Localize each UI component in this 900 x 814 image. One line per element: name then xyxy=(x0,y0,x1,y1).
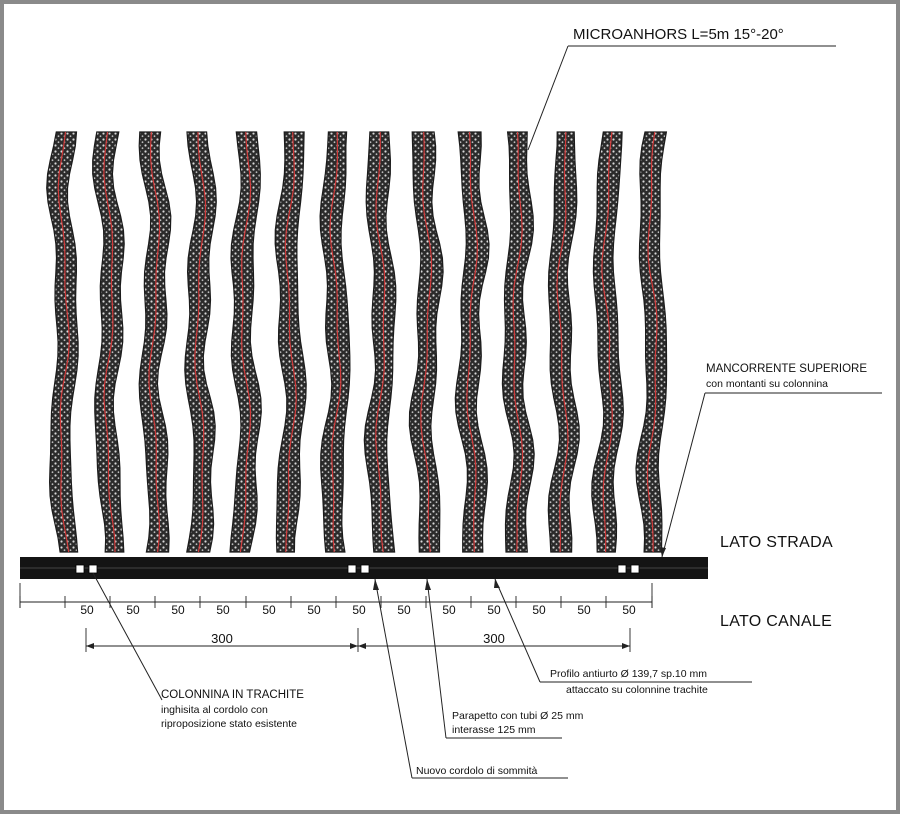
micro-anchor-bar xyxy=(466,131,479,553)
micro-anchor-bar xyxy=(329,131,342,553)
dim-label-50: 50 xyxy=(397,603,411,617)
micro-anchor-bar xyxy=(103,131,116,553)
micro-anchor-bar xyxy=(646,131,658,552)
canal-side-label: LATO CANALE xyxy=(720,613,832,630)
handrail-label-line1: MANCORRENTE SUPERIORE xyxy=(706,363,867,375)
parapet-label-line1: Parapetto con tubi Ø 25 mm xyxy=(452,710,584,722)
micro-anchor xyxy=(92,131,125,553)
dim-label-50: 50 xyxy=(532,603,546,617)
curb-label: Nuovo cordolo di sommità xyxy=(416,765,538,777)
micro-anchor-bar xyxy=(239,131,252,553)
dimension-chain-small xyxy=(19,583,653,608)
micro-anchor-bar xyxy=(194,131,207,553)
profile-label-line1: Profilo antiurto Ø 139,7 sp.10 mm xyxy=(550,668,707,680)
micro-anchor-group xyxy=(46,131,668,553)
dimension-chain-large xyxy=(85,628,631,652)
trachyte-column-marker xyxy=(75,564,85,574)
micro-anchor-bar xyxy=(601,131,613,553)
micro-anchor-bar xyxy=(148,131,161,553)
column-label-line2: inghisita al cordolo con xyxy=(161,704,268,716)
micro-anchor xyxy=(408,131,444,553)
micro-anchor-bar xyxy=(284,131,297,553)
trachyte-column-marker xyxy=(347,564,357,574)
trachyte-column-marker xyxy=(360,564,370,574)
micro-anchor xyxy=(46,131,79,553)
trachyte-column-marker xyxy=(630,564,640,574)
anchor-callout: MICROANHORS L=5m 15°-20° xyxy=(527,26,836,151)
parapet-label-line2: interasse 125 mm xyxy=(452,724,536,736)
micro-anchor xyxy=(591,131,625,553)
micro-anchor xyxy=(454,131,490,553)
micro-anchor-bar xyxy=(420,131,433,553)
dim-label-50: 50 xyxy=(577,603,591,617)
column-callout: COLONNINA IN TRACHITE inghisita al cordo… xyxy=(92,572,304,730)
dim-label-50: 50 xyxy=(307,603,321,617)
curb-beam xyxy=(20,557,708,579)
dim-label-50: 50 xyxy=(622,603,636,617)
handrail-label-line2: con montanti su colonnina xyxy=(706,378,828,390)
dim-label-50: 50 xyxy=(352,603,366,617)
micro-anchor xyxy=(319,131,351,553)
column-label-line3: riproposizione stato esistente xyxy=(161,718,297,730)
dim-label-50: 50 xyxy=(262,603,276,617)
dim-label-50: 50 xyxy=(126,603,140,617)
micro-anchor xyxy=(184,131,217,553)
micro-anchor-bar xyxy=(556,131,569,553)
dim-label-50: 50 xyxy=(442,603,456,617)
micro-anchor xyxy=(138,131,172,553)
road-side-label: LATO STRADA xyxy=(720,534,833,551)
parapet-callout: Parapetto con tubi Ø 25 mm interasse 125… xyxy=(425,578,584,739)
dim-label-50: 50 xyxy=(171,603,185,617)
dim-label-300-right: 300 xyxy=(483,631,505,646)
dim-label-50: 50 xyxy=(80,603,94,617)
dim-label-300-left: 300 xyxy=(211,631,233,646)
micro-anchor-bar xyxy=(375,131,386,553)
micro-anchor-bar xyxy=(57,131,70,553)
profile-label-line2: attaccato su colonnine trachite xyxy=(566,684,708,696)
trachyte-column-marker xyxy=(617,564,627,574)
micro-anchor-bar xyxy=(512,131,524,553)
curb-callout: Nuovo cordolo di sommità xyxy=(373,578,568,779)
profile-callout: Profilo antiurto Ø 139,7 sp.10 mm attacc… xyxy=(494,578,752,696)
dim-label-50: 50 xyxy=(216,603,230,617)
column-label-line1: COLONNINA IN TRACHITE xyxy=(161,689,304,701)
handrail-callout: MANCORRENTE SUPERIORE con montanti su co… xyxy=(660,363,882,558)
micro-anchor xyxy=(363,131,397,553)
micro-anchor xyxy=(501,131,535,553)
micro-anchor xyxy=(229,131,262,553)
trachyte-column-marker xyxy=(88,564,98,574)
dim-label-50: 50 xyxy=(487,603,501,617)
small-dimension-labels: 50 50 50 50 50 50 50 50 50 50 50 50 50 xyxy=(80,603,636,617)
micro-anchor xyxy=(547,131,580,553)
micro-anchor xyxy=(274,131,307,553)
anchor-spec-label: MICROANHORS L=5m 15°-20° xyxy=(573,26,784,43)
